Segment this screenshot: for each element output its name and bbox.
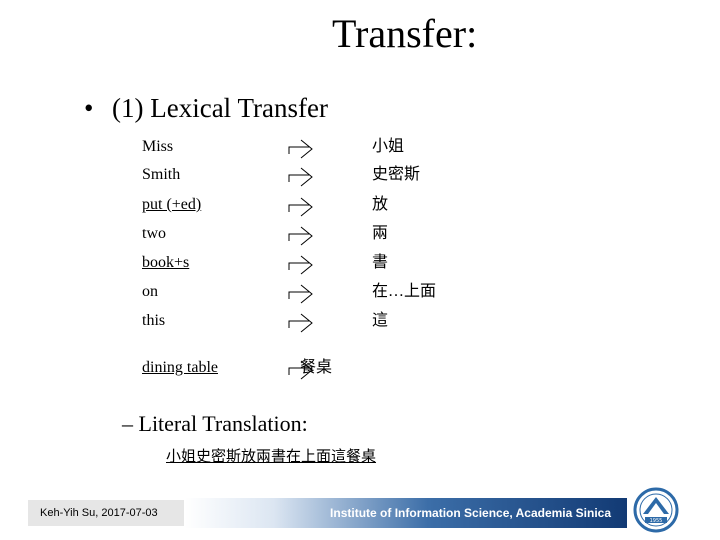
source-word: two [142, 225, 166, 242]
institute-bar: Institute of Information Science, Academ… [185, 498, 627, 528]
target-word: 書 [372, 254, 389, 271]
source-word: this [142, 312, 166, 329]
author-date: Keh-Yih Su, 2017-07-03 [28, 500, 184, 526]
arrow-icon [288, 226, 313, 246]
target-word: 這 [372, 312, 389, 329]
institute-name: Institute of Information Science, Academ… [330, 506, 611, 520]
transfer-row: two 兩 [0, 224, 720, 246]
transfer-row: Smith 史密斯 [0, 165, 720, 187]
transfer-row: put (+ed) 放 [0, 195, 720, 217]
source-word: on [142, 283, 158, 300]
transfer-row: this 這 [0, 311, 720, 333]
target-word: 餐桌 [300, 359, 333, 376]
transfer-row: Miss 小姐 [0, 137, 720, 159]
source-word: Miss [142, 138, 174, 155]
arrow-icon [288, 197, 313, 217]
footer: Keh-Yih Su, 2017-07-03 Institute of Info… [0, 497, 720, 530]
target-word: 在…上面 [372, 283, 437, 300]
source-word: Smith [142, 166, 181, 183]
subheading-literal-translation: – Literal Translation: [122, 411, 308, 436]
arrow-icon [288, 255, 313, 275]
arrow-icon [288, 284, 313, 304]
arrow-icon [288, 167, 313, 187]
source-word: book+s [142, 254, 190, 271]
source-word: put (+ed) [142, 196, 202, 213]
target-word: 放 [372, 196, 389, 213]
slide-title: Transfer: [332, 11, 478, 56]
transfer-row: on 在…上面 [0, 282, 720, 304]
bullet-text: (1) Lexical Transfer [112, 93, 328, 123]
target-word: 兩 [372, 225, 389, 242]
transfer-row: dining table [0, 358, 720, 380]
source-word: dining table [142, 359, 218, 376]
arrow-icon [288, 313, 313, 333]
arrow-icon [288, 360, 313, 380]
bullet-lexical-transfer: • (1) Lexical Transfer [84, 92, 328, 124]
literal-translation-text: 小姐史密斯放兩書在上面這餐桌 [166, 447, 377, 465]
academia-sinica-logo-icon: 1955 [633, 487, 679, 533]
target-word: 史密斯 [372, 166, 421, 183]
bullet-marker: • [84, 93, 94, 123]
target-word: 小姐 [372, 138, 405, 155]
transfer-row: book+s 書 [0, 253, 720, 275]
arrow-icon [288, 139, 313, 159]
logo-year: 1955 [650, 518, 663, 524]
